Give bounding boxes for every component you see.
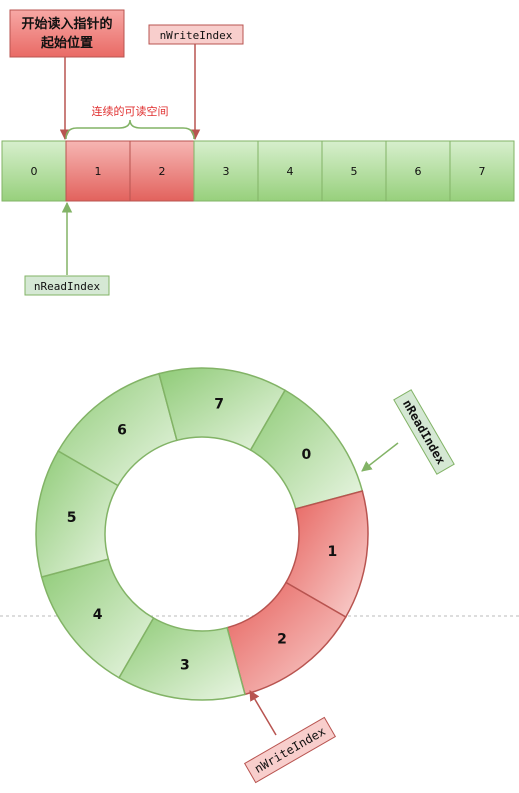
ring-segment-label: 1	[328, 544, 338, 560]
linear-write-index-label: nWriteIndex	[160, 29, 233, 42]
linear-read-index-label: nReadIndex	[34, 280, 101, 293]
linear-write-index-box	[148, 24, 244, 45]
linear-cell-label: 0	[31, 165, 38, 178]
ring-read-index-box	[393, 389, 455, 475]
linear-cell-box	[449, 140, 515, 202]
ring-segment-label: 5	[67, 510, 77, 526]
linear-cell-label: 3	[223, 165, 230, 178]
linear-write-index: nWriteIndex	[148, 24, 244, 141]
ring-segment-group: 0 1 2 3 4 5 6 7	[35, 367, 369, 701]
ring-write-index: nWriteIndex	[243, 690, 337, 784]
read-start-callout-line1: 开始读入指针的	[21, 16, 112, 32]
linear-cell-box	[1, 140, 67, 202]
linear-cell-0: 0	[1, 140, 67, 202]
linear-cell-box	[321, 140, 387, 202]
ring-segment-label: 0	[301, 447, 311, 463]
linear-cell-label: 4	[287, 165, 294, 178]
ring-segment-shape	[158, 367, 287, 452]
linear-cell-box	[257, 140, 323, 202]
linear-cell-3: 3	[193, 140, 259, 202]
linear-cell-4: 4	[257, 140, 323, 202]
readable-span-label: 连续的可读空间	[92, 104, 169, 118]
ring-segment-7: 7	[158, 367, 287, 452]
linear-cell-label: 1	[95, 165, 102, 178]
ring-read-arrow	[361, 442, 399, 472]
linear-cell-box	[65, 140, 131, 202]
ring-write-index-label: nWriteIndex	[252, 724, 328, 776]
linear-cell-label: 7	[479, 165, 486, 178]
linear-cell-5: 5	[321, 140, 387, 202]
read-start-callout-box	[9, 9, 125, 58]
ring-segment-label: 6	[117, 423, 127, 439]
ring-buffer: 0 1 2 3 4 5 6 7 nReadIndex nWriteIndex	[35, 367, 455, 784]
ring-segment-label: 2	[277, 631, 287, 647]
linear-cell-box	[385, 140, 451, 202]
linear-cell-label: 2	[159, 165, 166, 178]
linear-cell-2: 2	[129, 140, 195, 202]
ring-segment-label: 7	[214, 397, 224, 413]
ring-write-index-box	[243, 716, 337, 784]
linear-read-index-box	[24, 275, 110, 296]
linear-cell-row: 0 1 2 3 4 5 6 7	[1, 140, 515, 202]
linear-cell-6: 6	[385, 140, 451, 202]
linear-cell-label: 5	[351, 165, 358, 178]
ring-segment-label: 4	[93, 607, 103, 623]
ring-write-arrow	[249, 690, 277, 736]
ring-read-index-label: nReadIndex	[400, 397, 448, 467]
linear-cell-7: 7	[449, 140, 515, 202]
linear-cell-box	[129, 140, 195, 202]
linear-buffer: 0 1 2 3 4 5 6 7 开始读入指针的 起始位置 nWriteIndex 连续的可读空…	[1, 9, 515, 296]
readable-span-brace-line	[65, 119, 195, 140]
read-start-callout-line2: 起始位置	[40, 35, 93, 51]
linear-read-index: nReadIndex	[24, 201, 110, 296]
linear-cell-label: 6	[415, 165, 422, 178]
readable-span-brace: 连续的可读空间	[65, 104, 195, 140]
ring-segment-label: 3	[180, 657, 190, 673]
ring-read-index: nReadIndex	[361, 389, 455, 475]
linear-cell-1: 1	[65, 140, 131, 202]
read-start-callout: 开始读入指针的 起始位置	[9, 9, 125, 141]
